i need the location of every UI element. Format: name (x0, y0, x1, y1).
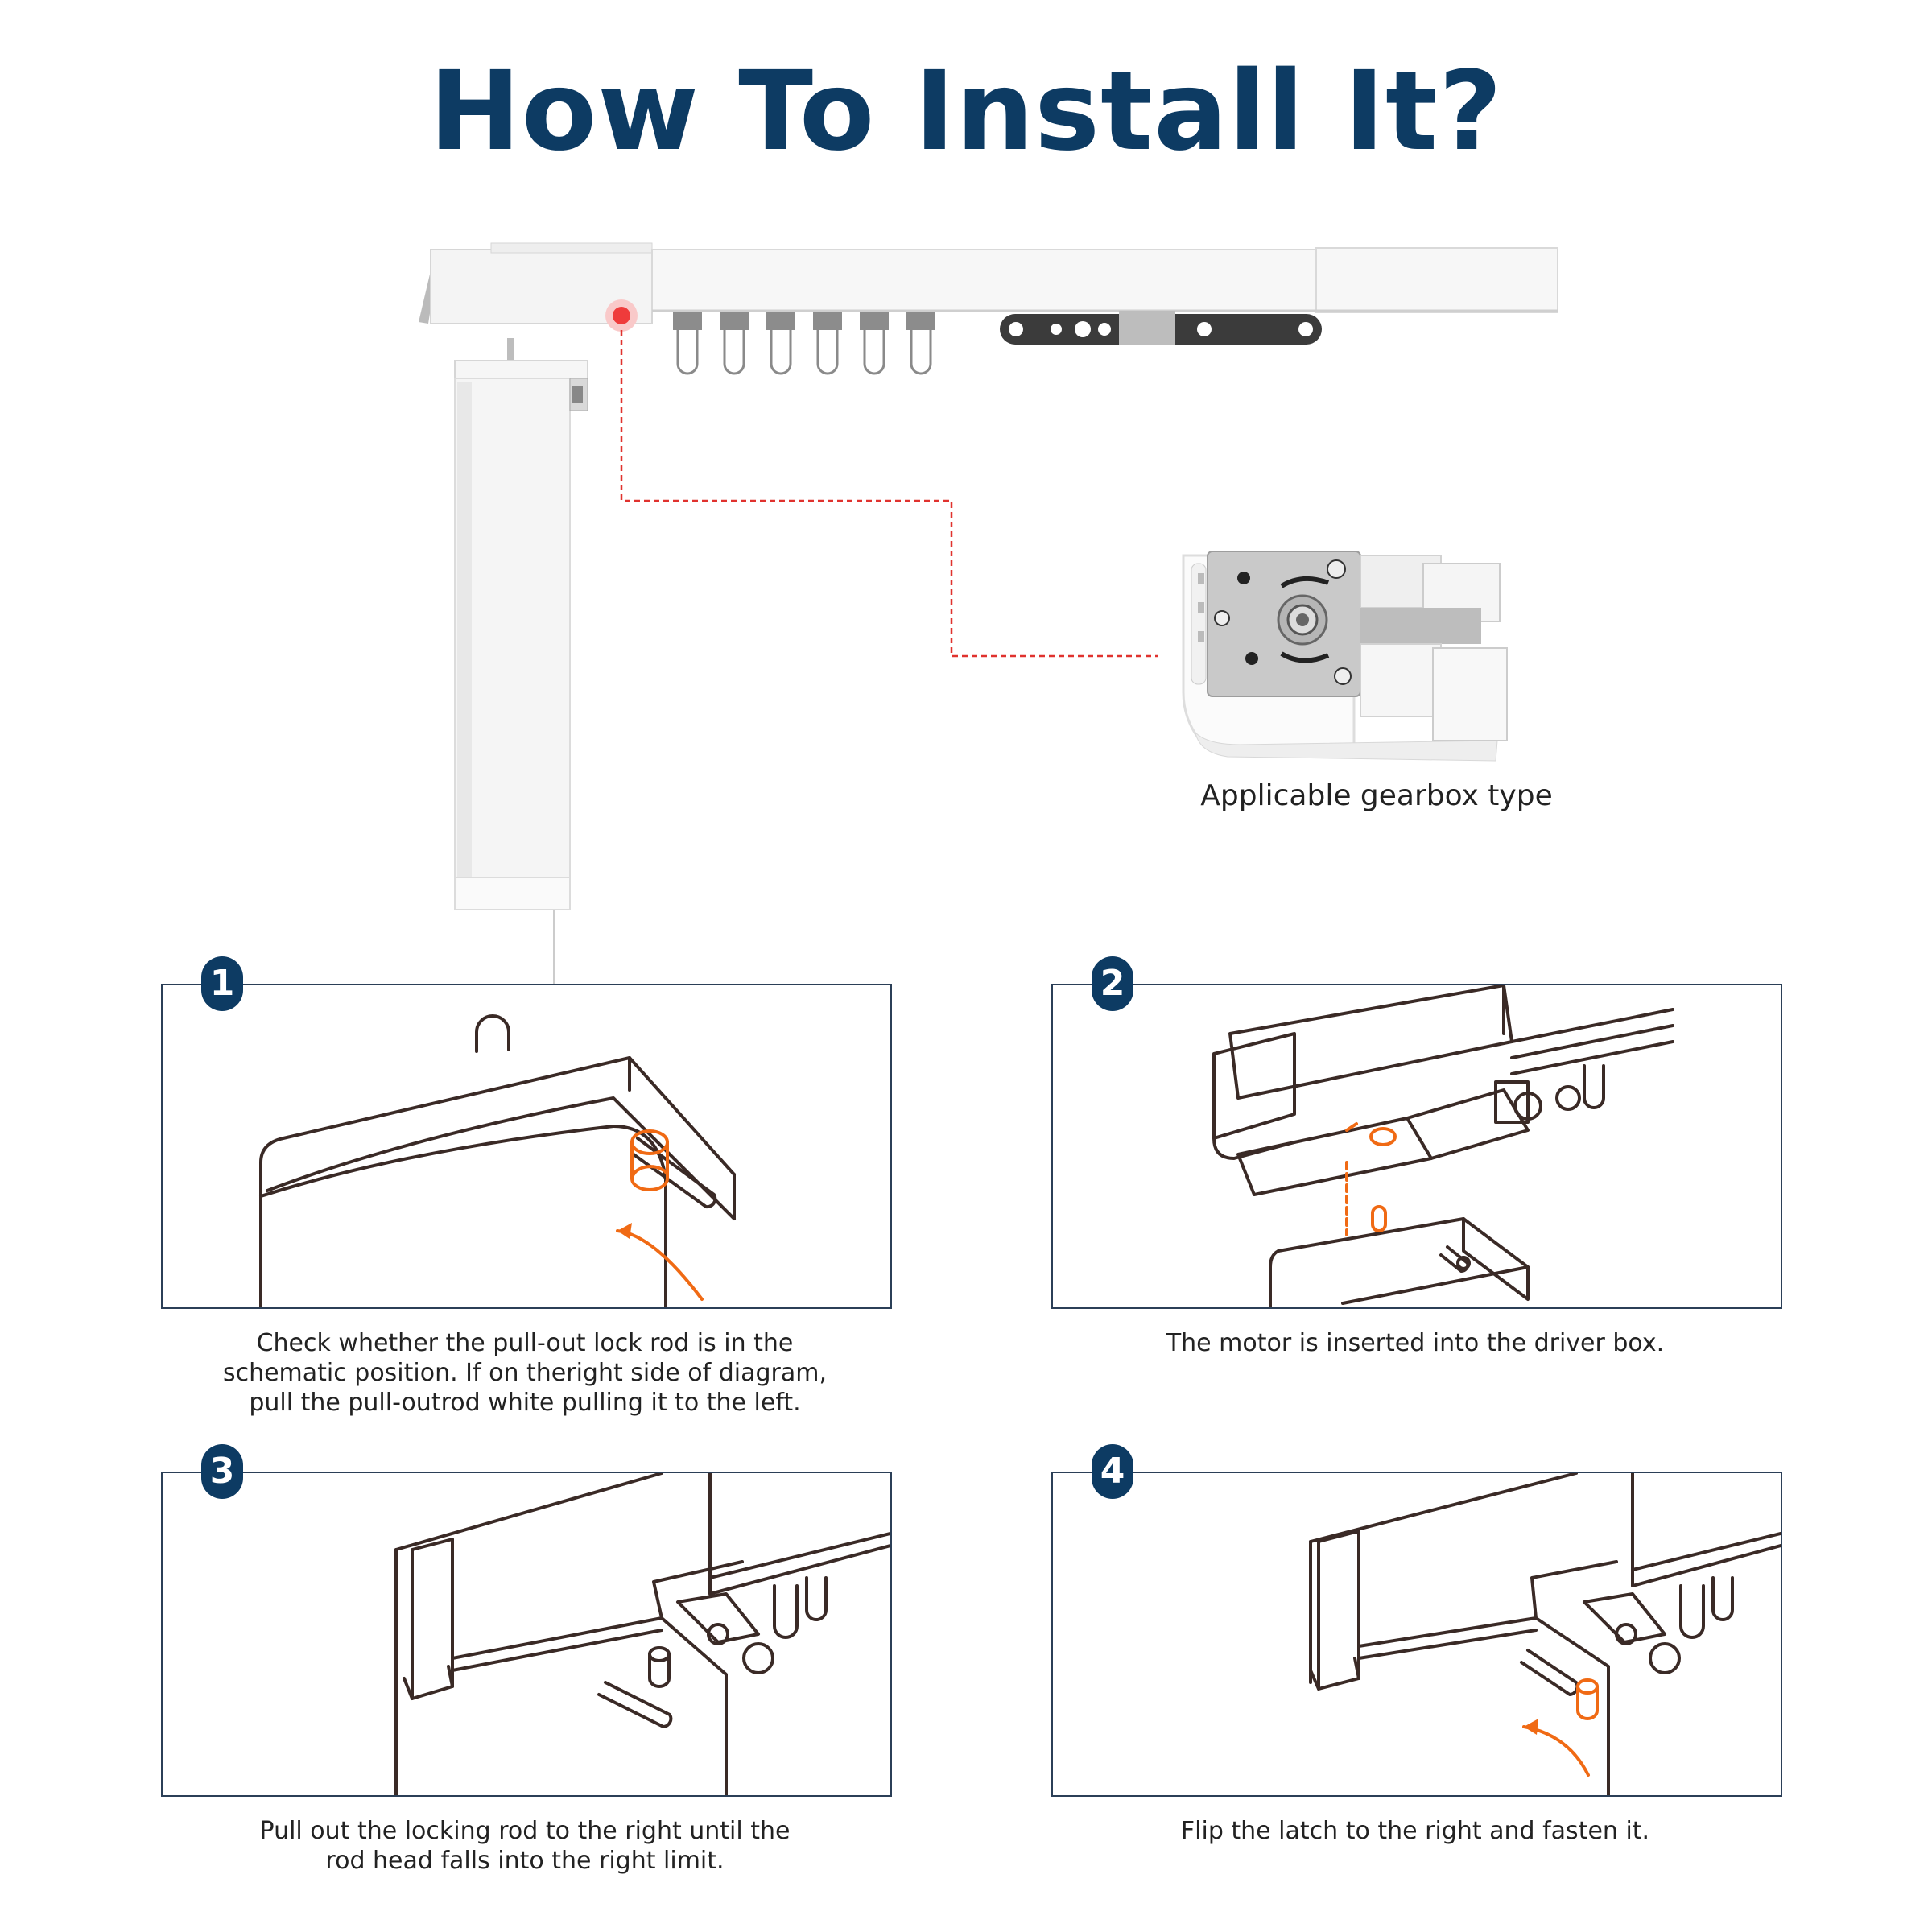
step-3-illustration (161, 1472, 892, 1797)
curtain-gliders (673, 312, 935, 374)
step-1-illustration (161, 984, 892, 1309)
curtain-rail (419, 243, 1558, 324)
step-3-caption: Pull out the locking rod to the right un… (242, 1816, 808, 1876)
product-illustration (0, 0, 1932, 998)
indicator-dot (613, 307, 630, 324)
step-2-badge: 2 (1092, 956, 1133, 1011)
gearbox-illustration (1183, 551, 1507, 761)
step-4-illustration (1051, 1472, 1782, 1797)
gearbox-caption: Applicable gearbox type (1143, 779, 1610, 812)
step-4-caption: Flip the latch to the right and fasten i… (1092, 1816, 1739, 1846)
master-carrier (1000, 311, 1322, 345)
step-2-illustration (1051, 984, 1782, 1309)
step-1-caption: Check whether the pull-out lock rod is i… (217, 1328, 832, 1418)
step-3-badge: 3 (201, 1444, 243, 1499)
motor-column (455, 338, 588, 984)
dashed-leader-line (621, 330, 1158, 656)
step-4-badge: 4 (1092, 1444, 1133, 1499)
step-1-badge: 1 (201, 956, 243, 1011)
step-2-caption: The motor is inserted into the driver bo… (1092, 1328, 1739, 1358)
